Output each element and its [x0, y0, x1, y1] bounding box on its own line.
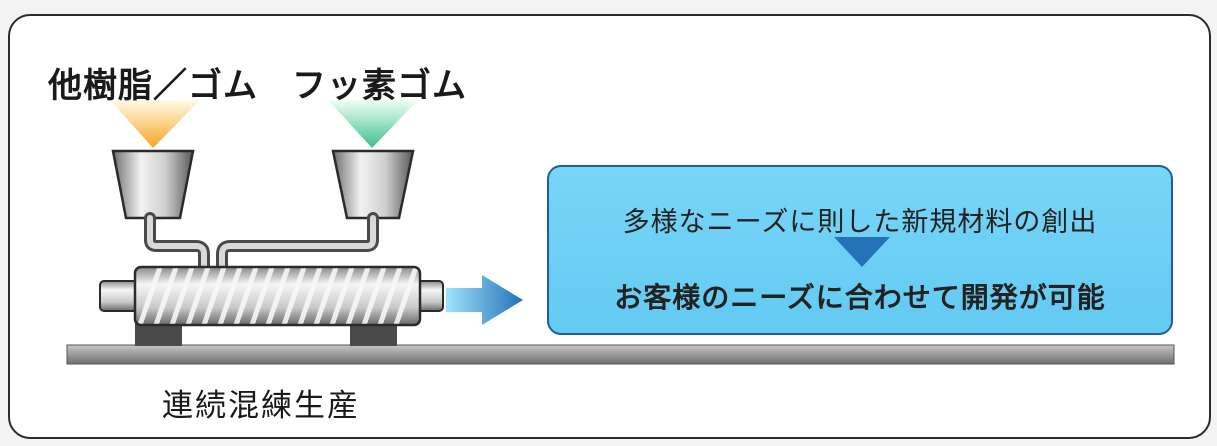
- process-label: 連続混練生産: [162, 388, 360, 424]
- extruder: [99, 265, 444, 327]
- green-input-cone: [328, 100, 418, 148]
- feed-pipes: [144, 212, 379, 274]
- right-material-label: フッ素ゴム: [292, 66, 467, 106]
- callout-line-bottom: お客様のニーズに合わせて開発が可能: [614, 281, 1106, 314]
- result-callout: 多様なニーズに則した新規材料の創出 お客様のニーズに合わせて開発が可能: [547, 165, 1173, 335]
- base-rail: [66, 344, 1175, 365]
- orange-input-cone: [110, 100, 200, 148]
- left-hopper: [111, 149, 195, 220]
- right-hopper: [331, 149, 415, 220]
- output-arrow: [446, 275, 523, 325]
- down-arrow-icon: [834, 237, 890, 267]
- callout-line-top: 多様なニーズに則した新規材料の創出: [622, 207, 1098, 238]
- left-material-label: 他樹脂／ゴム: [48, 66, 258, 106]
